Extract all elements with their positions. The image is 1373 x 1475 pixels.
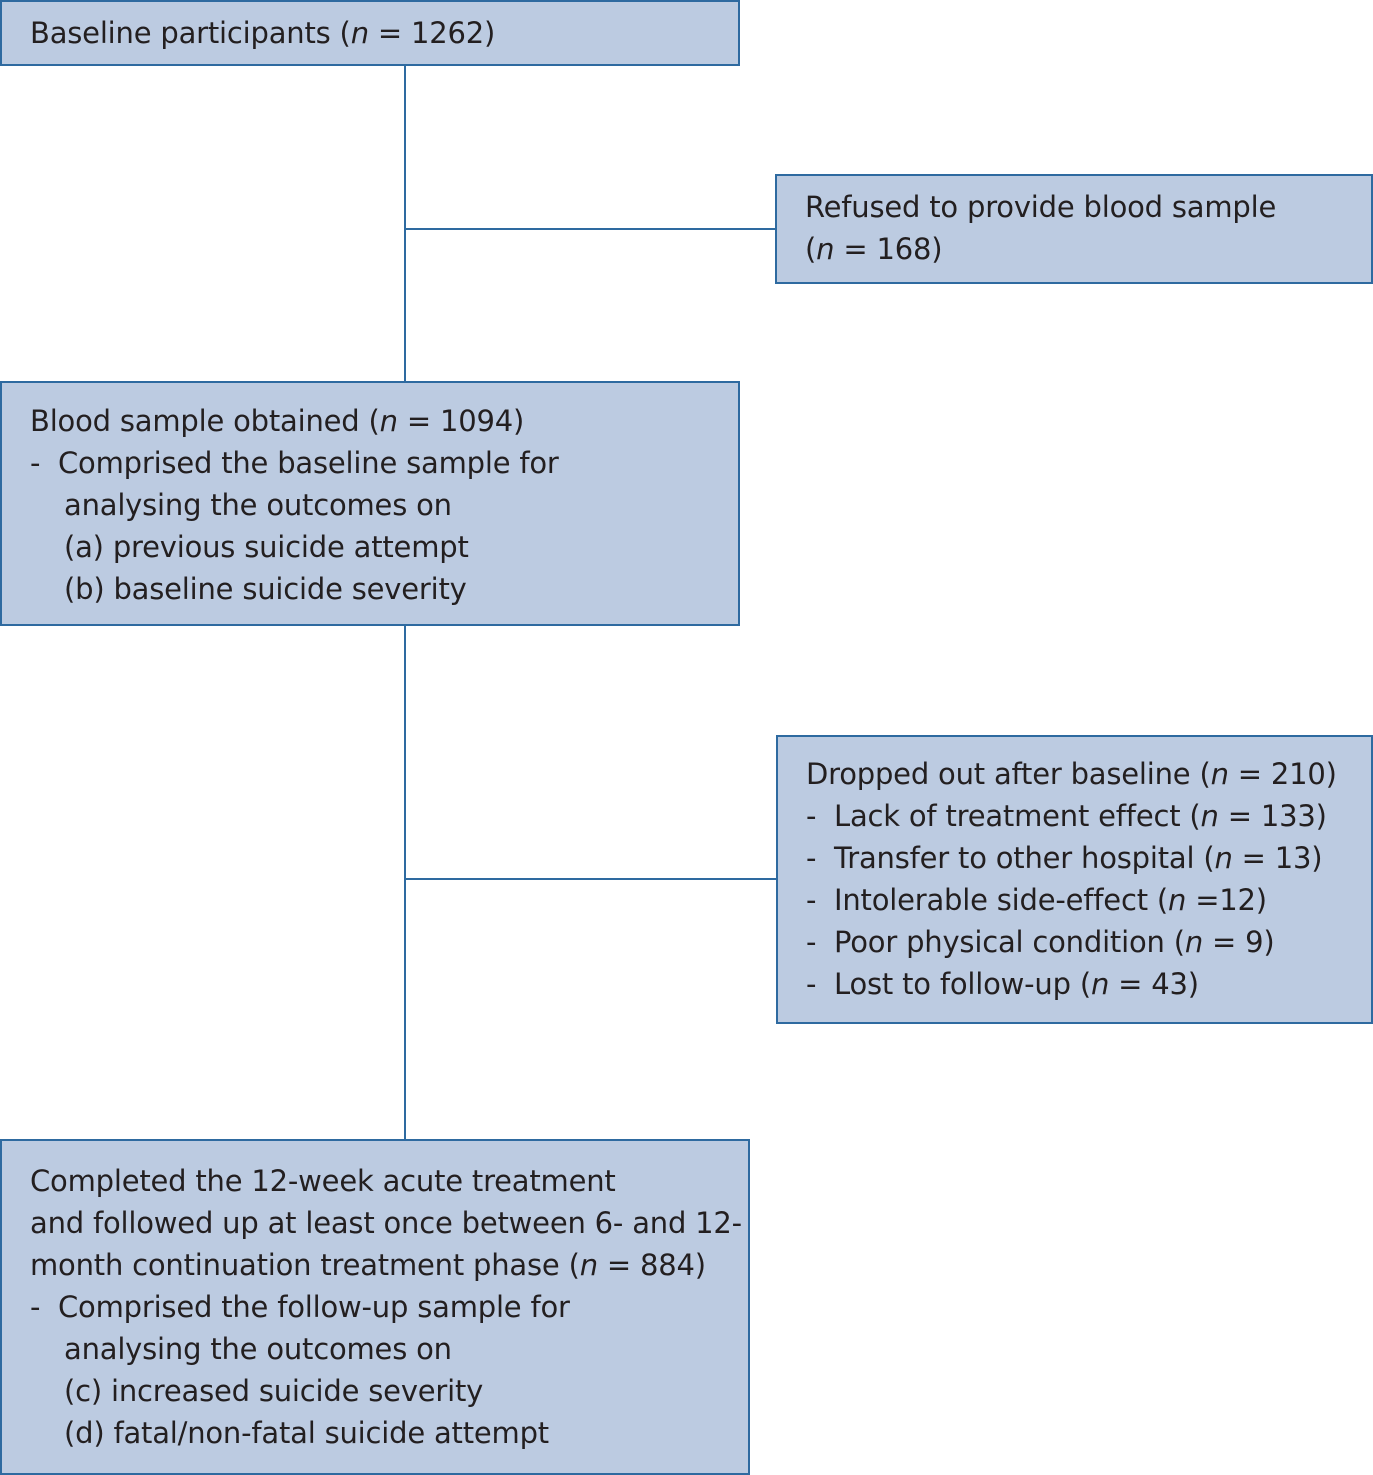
connector-baseline-to-blood <box>404 66 406 382</box>
outcome-a: (a) previous suicide attempt <box>64 530 469 564</box>
dropout-reason-item: -Intolerable side-effect (n =12) <box>806 883 1267 917</box>
completed-bullet: -Comprised the follow-up sample for <box>30 1290 570 1324</box>
refused-blood-sample-box: Refused to provide blood sample (n = 168… <box>775 174 1373 284</box>
baseline-participants-text: Baseline participants (n = 1262) <box>30 16 496 50</box>
completed-line-1: Completed the 12-week acute treatment <box>30 1164 616 1198</box>
completed-treatment-box: Completed the 12-week acute treatment an… <box>0 1139 750 1475</box>
dropped-out-heading: Dropped out after baseline (n = 210) <box>806 757 1337 791</box>
connector-to-refused <box>405 228 776 230</box>
dropout-reason-item: -Poor physical condition (n = 9) <box>806 925 1275 959</box>
blood-sample-bullet-cont: analysing the outcomes on <box>64 488 452 522</box>
outcome-c: (c) increased suicide severity <box>64 1374 484 1408</box>
completed-line-3: month continuation treatment phase (n = … <box>30 1248 706 1282</box>
completed-line-2: and followed up at least once between 6-… <box>30 1206 742 1240</box>
outcome-d: (d) fatal/non-fatal suicide attempt <box>64 1416 549 1450</box>
blood-sample-obtained-box: Blood sample obtained (n = 1094) -Compri… <box>0 381 740 626</box>
dropped-out-box: Dropped out after baseline (n = 210) -La… <box>776 735 1373 1024</box>
completed-bullet-cont: analysing the outcomes on <box>64 1332 452 1366</box>
blood-sample-bullet: -Comprised the baseline sample for <box>30 446 559 480</box>
refused-line-1: Refused to provide blood sample <box>805 190 1277 224</box>
dropout-reason-item: -Transfer to other hospital (n = 13) <box>806 841 1323 875</box>
baseline-participants-box: Baseline participants (n = 1262) <box>0 0 740 66</box>
connector-blood-to-completed <box>404 626 406 1140</box>
outcome-b: (b) baseline suicide severity <box>64 572 467 606</box>
refused-line-2: (n = 168) <box>805 232 943 266</box>
dropout-reason-item: -Lost to follow-up (n = 43) <box>806 967 1199 1001</box>
dropout-reason-item: -Lack of treatment effect (n = 133) <box>806 799 1327 833</box>
blood-sample-heading: Blood sample obtained (n = 1094) <box>30 404 525 438</box>
connector-to-dropped <box>405 878 777 880</box>
